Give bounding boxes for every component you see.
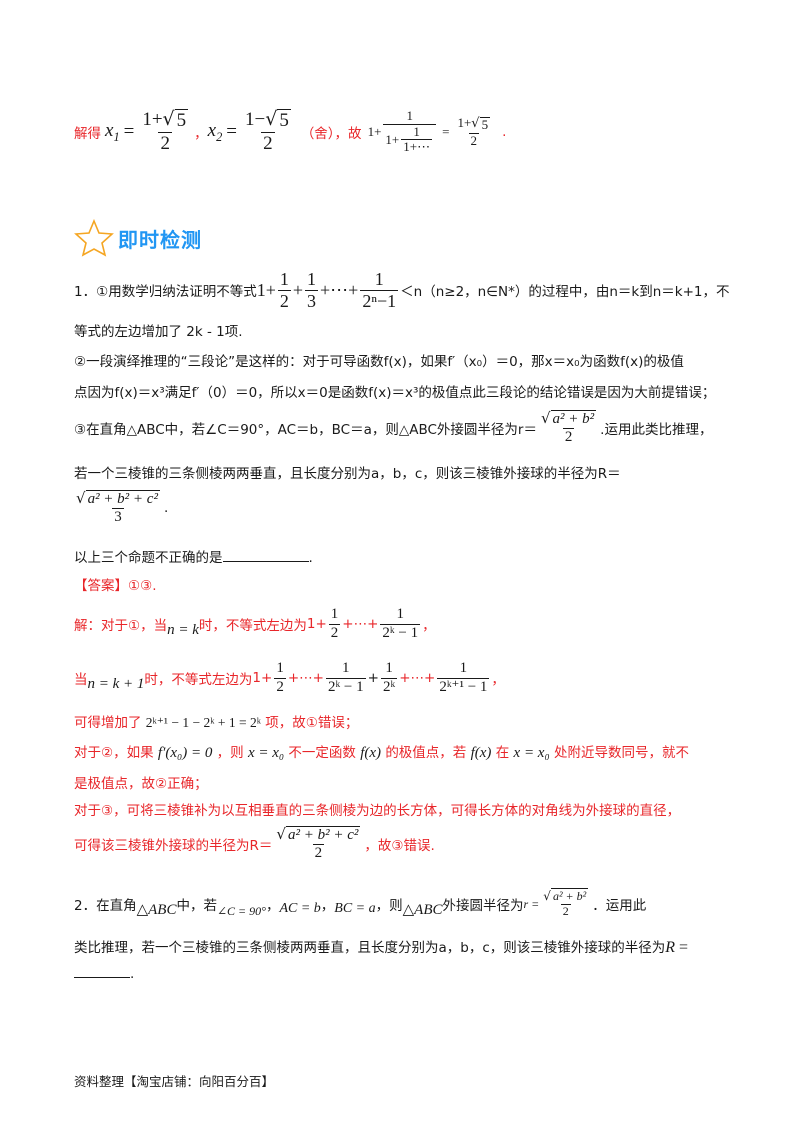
section-title: 即时检测 [118,227,202,252]
sol-line-6: 对于③，可将三棱锥补为以互相垂直的三条侧棱为边的长方体，可得长方体的对角线为外接… [74,803,681,819]
x2-fraction: 1−√5 2 [244,108,291,154]
solution-lead: 解得 [74,126,101,142]
footer-text: 资料整理【淘宝店铺：向阳百分百】 [74,1074,275,1089]
star-icon [74,219,114,257]
discard-note: （舍），故 [300,126,362,142]
q1-sphere-fraction: √a² + b² + c² 3 [76,488,160,525]
q2-line-3: . [74,966,134,982]
sol-sphere-fraction: √a² + b² + c² 2 [276,824,361,861]
sol-line-4: 对于②，如果 f′(x₀) = 0 ，则 x = x₀ 不一定函数 f(x) 的… [74,745,689,761]
q1-line-5: ③在直角△ABC中，若∠C＝90°，AC＝b，BC＝a，则△ABC外接圆半径为r… [74,408,713,445]
q1-question: 以上三个命题不正确的是. [74,550,313,566]
q1-answer: 【答案】①③. [74,578,157,594]
q1-line-3: ②一段演绎推理的“三段论”是这样的：对于可导函数f(x)，如果f′（x₀）＝0，… [74,354,684,370]
q1-line-6: 若一个三棱锥的三条侧棱两两垂直，且长度分别为a，b，c，则该三棱锥外接球的半径为… [74,466,621,482]
sol-line-3: 可得增加了 2ᵏ⁺¹ − 1 − 2ᵏ + 1 = 2ᵏ 项，故①错误； [74,715,359,731]
x1-fraction: 1+√5 2 [142,108,189,154]
section-heading: 即时检测 [74,218,202,258]
sol-line-7: 可得该三棱锥外接球的半径为R＝ √a² + b² + c² 2 ，故③错误. [74,824,435,861]
q1-line-4: 点因为f(x)＝x³满足f′（0）＝0，所以x＝0是函数f(x)＝x³的极值点此… [74,385,716,401]
x1-expression: x1 = 1+√5 2 [101,108,192,155]
continued-fraction: 1+ 1 1+ 1 1+⋯ = 1+√5 2 [367,107,491,155]
q2-radius-fraction: √a² + b² 2 [543,887,589,918]
q1-line-7: √a² + b² + c² 3 . [76,488,169,525]
q1-radius-fraction: √a² + b² 2 [540,408,597,445]
q2-line-2: 类比推理，若一个三棱锥的三条侧棱两两垂直，且长度分别为a，b，c，则该三棱锥外接… [74,939,689,956]
q2-line-1: 2．在直角 △ABC 中，若 ∠C = 90° ， AC = b ， BC = … [74,887,647,918]
sol-line-5: 是极值点，故②正确； [74,776,208,792]
x2-expression: x2 = 1−√5 2 [208,108,295,155]
q2-answer-blank[interactable] [74,977,130,978]
q1-line-2: 等式的左边增加了 2k - 1项. [74,324,243,340]
solution-top-line: 解得 x1 = 1+√5 2 ， x2 = 1−√5 2 （舍），故 1+ 1 … [74,107,507,155]
answer-blank[interactable] [222,561,309,562]
